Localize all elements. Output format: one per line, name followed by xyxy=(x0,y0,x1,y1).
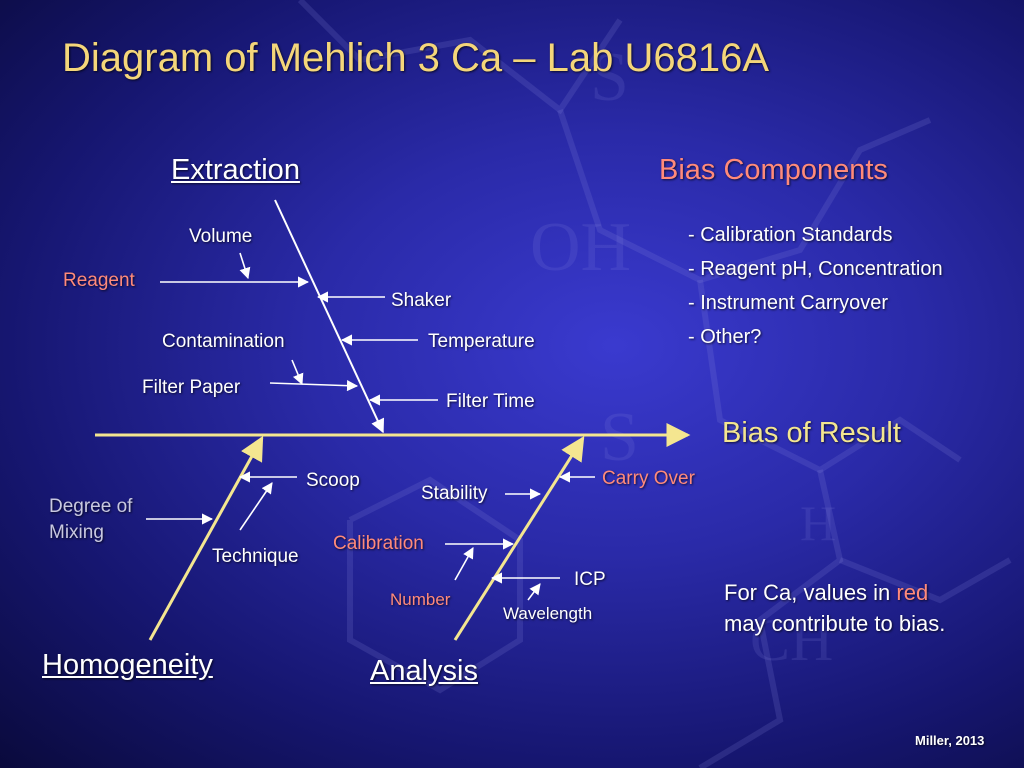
cause-calibration: Calibration xyxy=(333,533,424,554)
cause-filter-time: Filter Time xyxy=(446,391,535,412)
homogeneity-bone xyxy=(148,435,264,641)
bias-components-heading: Bias Components xyxy=(659,154,888,186)
svg-text:OH: OH xyxy=(530,209,631,286)
bias-component-item: - Instrument Carryover xyxy=(688,292,889,314)
note-line-1: For Ca, values in red xyxy=(724,580,928,606)
volume-arrow xyxy=(239,252,251,280)
effect-label: Bias of Result xyxy=(722,417,901,449)
svg-text:S: S xyxy=(590,39,629,116)
slide-title: Diagram of Mehlich 3 Ca – Lab U6816A xyxy=(62,36,770,80)
svg-text:H: H xyxy=(800,495,836,551)
cause-shaker: Shaker xyxy=(391,290,452,311)
cause-degree-of-mixing-line1: Degree of xyxy=(49,496,133,517)
technique-arrow xyxy=(239,482,273,531)
cause-icp: ICP xyxy=(574,569,606,590)
cause-filter-paper: Filter Paper xyxy=(142,377,241,398)
cause-technique: Technique xyxy=(212,546,299,567)
cause-contamination: Contamination xyxy=(162,331,285,352)
bias-component-item: - Other? xyxy=(688,326,762,348)
cause-carry-over: Carry Over xyxy=(602,468,695,489)
cause-degree-of-mixing-line2: Mixing xyxy=(49,522,104,543)
cause-wavelength: Wavelength xyxy=(503,604,593,623)
footer-credit: Miller, 2013 xyxy=(915,733,985,748)
bias-component-item: - Reagent pH, Concentration xyxy=(688,258,943,280)
contamination-arrow xyxy=(291,359,304,386)
svg-text:S: S xyxy=(600,399,639,476)
extraction-bone xyxy=(274,199,385,434)
cause-reagent: Reagent xyxy=(63,270,135,291)
bias-component-item: - Calibration Standards xyxy=(688,224,893,246)
note-line-2: may contribute to bias. xyxy=(724,611,946,636)
category-analysis: Analysis xyxy=(370,655,478,687)
category-homogeneity: Homogeneity xyxy=(42,649,213,681)
cause-number: Number xyxy=(390,590,451,609)
cause-temperature: Temperature xyxy=(428,331,535,352)
cause-stability: Stability xyxy=(421,483,488,504)
wavelength-arrow xyxy=(527,583,541,601)
number-arrow xyxy=(454,547,474,581)
svg-text:CH: CH xyxy=(750,607,833,673)
category-extraction: Extraction xyxy=(171,154,300,186)
filter-paper-arrow xyxy=(269,380,359,392)
note-text: For Ca, values in xyxy=(724,580,897,605)
cause-scoop: Scoop xyxy=(306,470,360,491)
cause-volume: Volume xyxy=(189,226,253,247)
note-red-word: red xyxy=(896,580,929,605)
